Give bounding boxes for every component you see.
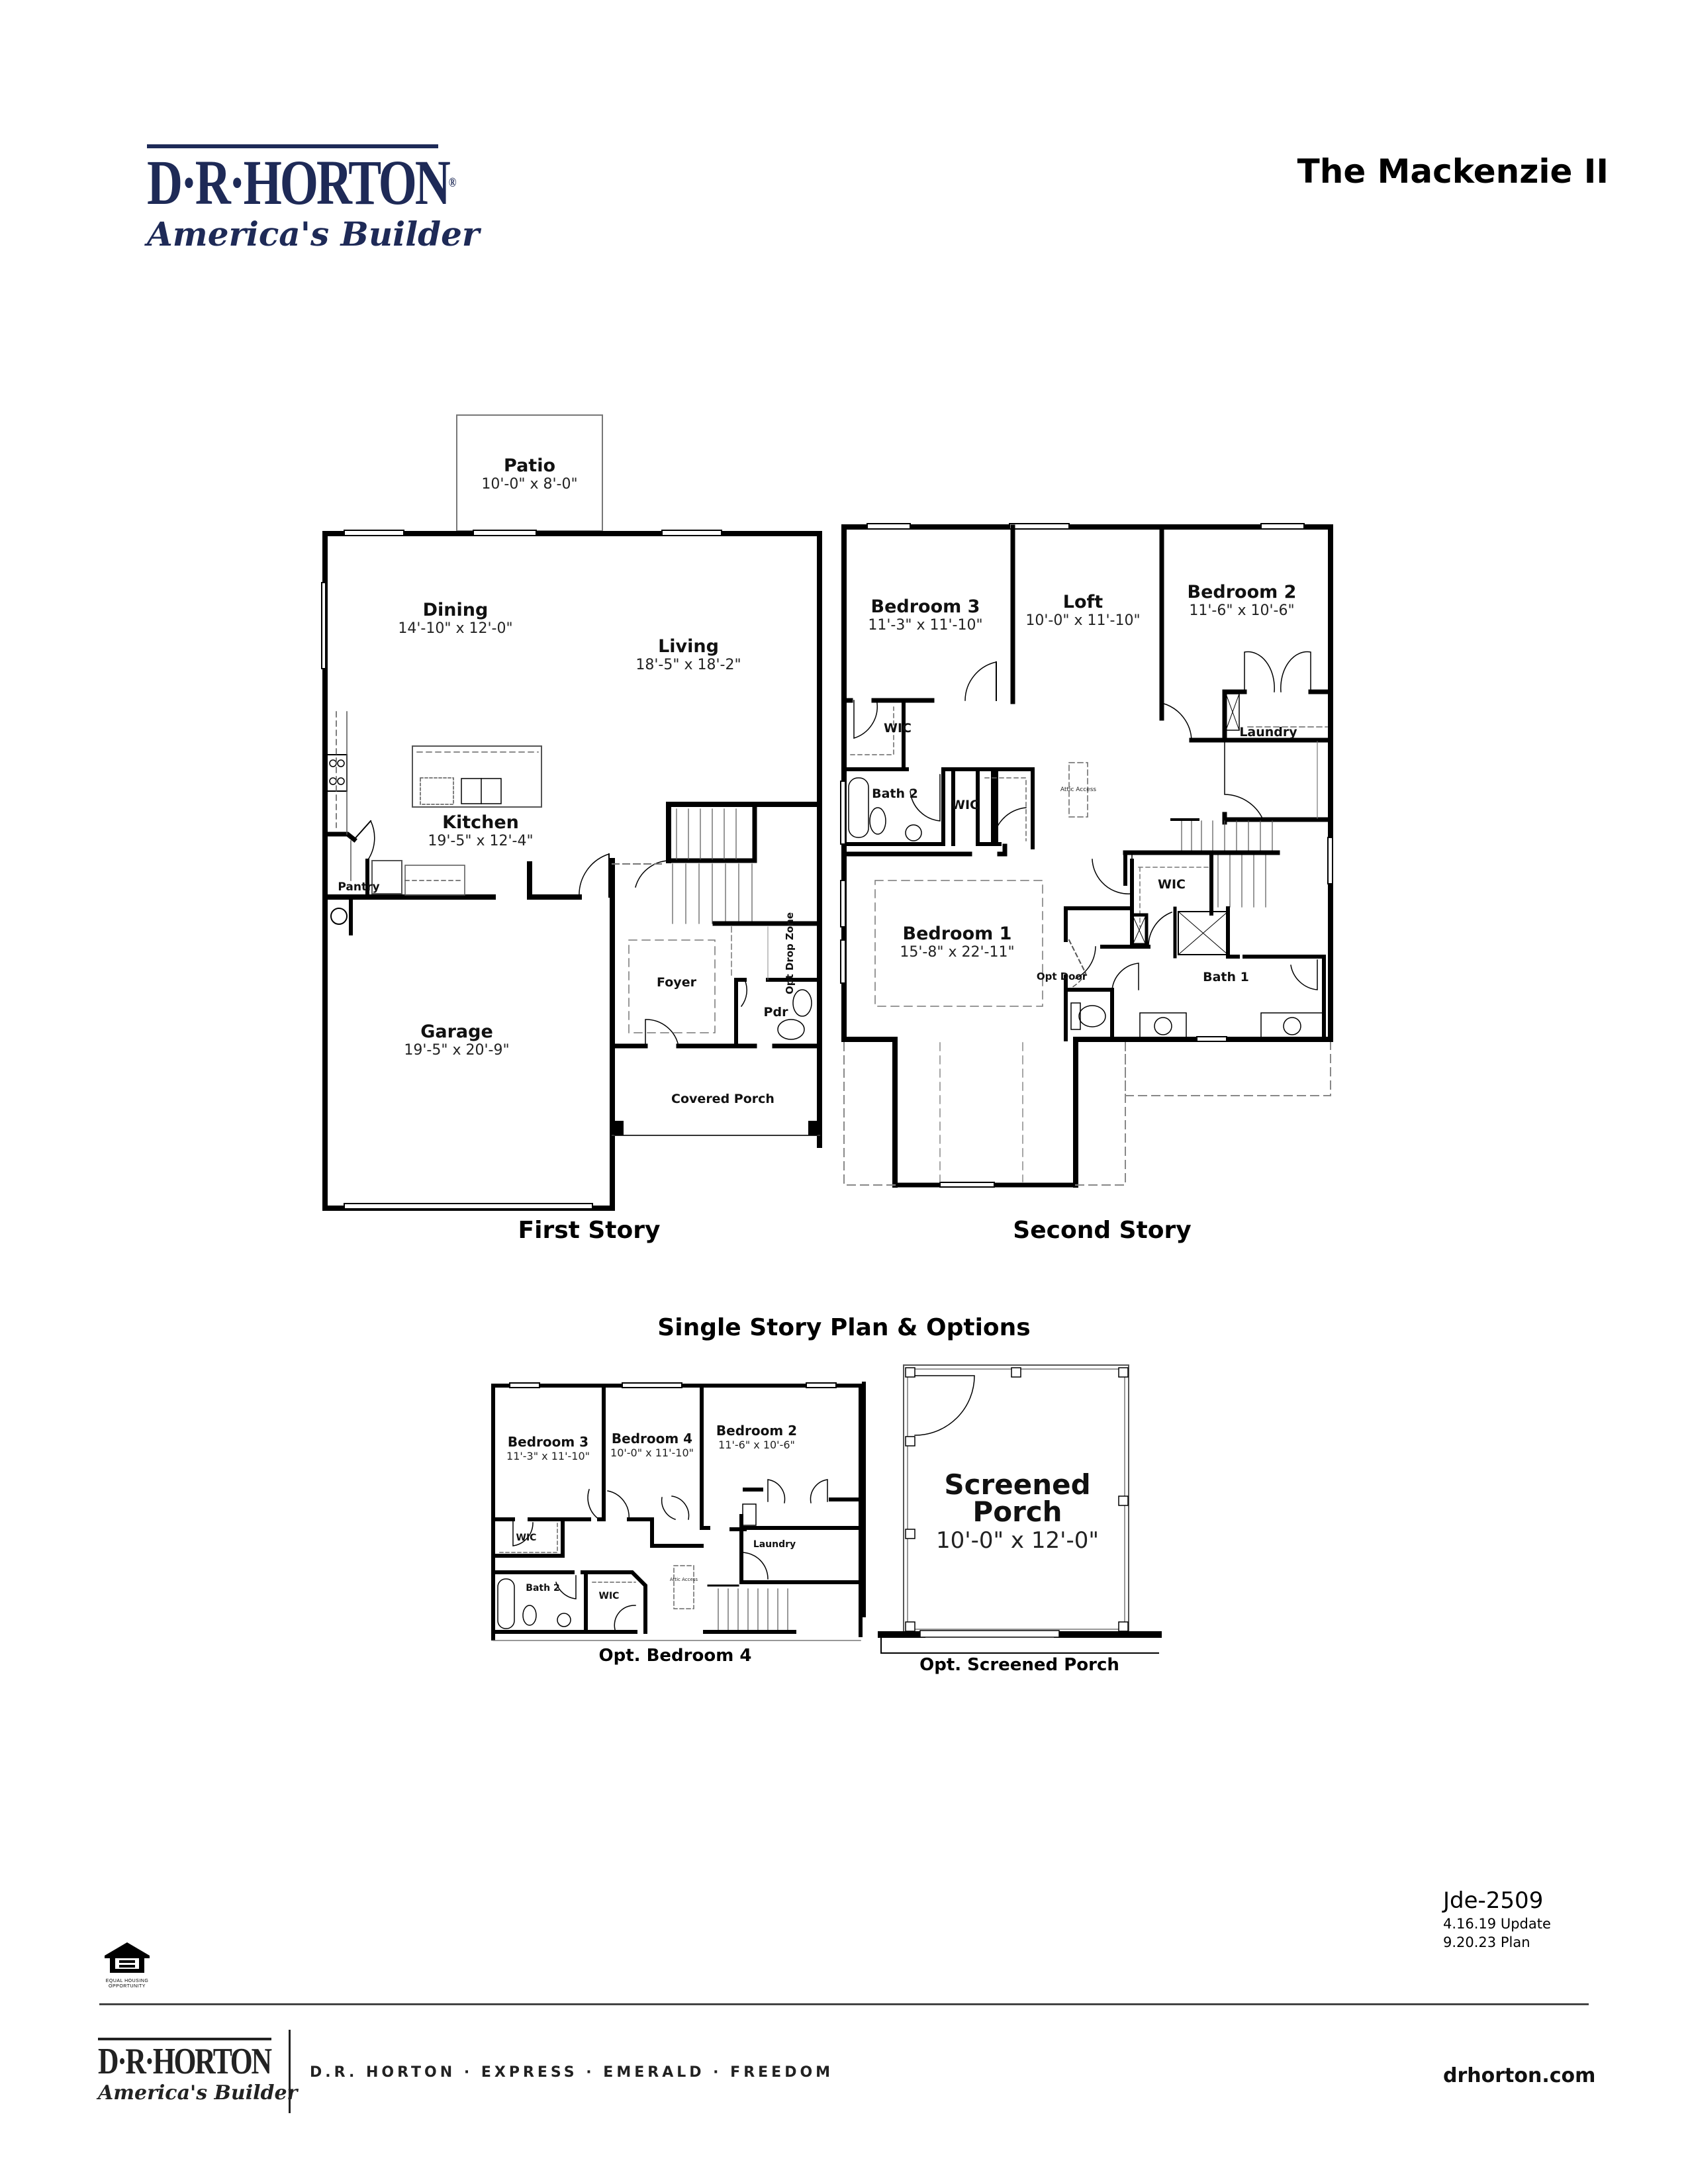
room-dims-opt-bedroom4: 10'-0" x 11'-10" <box>610 1447 694 1459</box>
room-label-bedroom3: Bedroom 3 <box>871 596 980 617</box>
room-dims-dining: 14'-10" x 12'-0" <box>398 620 512 637</box>
room-label-covered-porch: Covered Porch <box>671 1092 774 1106</box>
room-label-opt-attic-access: Attic Access <box>670 1577 698 1582</box>
floor-plan-drawing: Patio 10'-0" x 8'-0" Dining 14'-10" x 12… <box>321 414 1333 1654</box>
plan-code: Jde-2509 <box>1443 1887 1544 1914</box>
logo-tagline: America's Builder <box>147 214 480 254</box>
room-label-bath1: Bath 1 <box>1203 970 1249 984</box>
room-dims-patio: 10'-0" x 8'-0" <box>481 476 577 493</box>
opt-bedroom4-plan <box>491 1382 863 1641</box>
room-label-pantry: Pantry <box>338 880 379 894</box>
room-label-laundry: Laundry <box>1239 725 1297 739</box>
update-date: 4.16.19 Update <box>1443 1916 1551 1932</box>
room-label-opt-bedroom2: Bedroom 2 <box>716 1423 797 1439</box>
room-label-opt-bath2: Bath 2 <box>526 1583 559 1593</box>
room-dims-bedroom2: 11'-6" x 10'-6" <box>1189 602 1294 619</box>
options-section-title: Single Story Plan & Options <box>657 1314 1031 1341</box>
room-label-powder: Pdr <box>764 1005 789 1020</box>
plan-date: 9.20.23 Plan <box>1443 1934 1530 1950</box>
room-label-living: Living <box>658 636 719 657</box>
room-label-bedroom1: Bedroom 1 <box>903 924 1012 944</box>
room-dims-bedroom1: 15'-8" x 22'-11" <box>900 944 1014 961</box>
opt-bedroom4-caption: Opt. Bedroom 4 <box>598 1646 752 1666</box>
room-label-loft: Loft <box>1063 592 1103 612</box>
room-label-kitchen: Kitchen <box>442 812 519 833</box>
footer-brands: D.R. HORTON · EXPRESS · EMERALD · FREEDO… <box>310 2064 834 2081</box>
room-label-foyer: Foyer <box>657 975 697 990</box>
room-label-master-wic: WIC <box>1158 877 1186 892</box>
logo-rule <box>147 144 438 148</box>
footer-vertical-divider <box>289 2030 291 2113</box>
equal-housing-icon <box>105 1942 150 1973</box>
room-label-opt-drop-zone: Opt Drop Zone <box>784 912 796 994</box>
equal-housing-logo: EQUAL HOUSING OPPORTUNITY <box>101 1940 154 1989</box>
logo-wordmark: D·R·HORTON® <box>147 147 457 218</box>
room-label-dining: Dining <box>423 600 489 620</box>
second-story-plan <box>840 523 1333 1188</box>
room-label-bath2: Bath 2 <box>872 786 918 801</box>
room-label-opt-bedroom4: Bedroom 4 <box>612 1431 692 1447</box>
first-story-caption: First Story <box>518 1217 661 1244</box>
room-label-opt-wic-left: WIC <box>516 1533 537 1543</box>
footer-logo-rule <box>98 2038 271 2040</box>
plan-meta: Jde-2509 4.16.19 Update 9.20.23 Plan <box>1443 1887 1551 1952</box>
room-label-attic-access: Attic Access <box>1060 786 1096 793</box>
room-dims-kitchen: 19'-5" x 12'-4" <box>428 833 533 849</box>
room-label-hall-wic: WIC <box>951 798 979 812</box>
equal-housing-label: EQUAL HOUSING OPPORTUNITY <box>105 1979 149 1989</box>
room-dims-loft: 10'-0" x 11'-10" <box>1025 612 1140 629</box>
drhorton-logo: D·R·HORTON® America's Builder <box>147 144 480 254</box>
room-dims-garage: 19'-5" x 20'-9" <box>404 1042 509 1059</box>
footer-drhorton-logo: D·R·HORTON America's Builder <box>98 2038 298 2105</box>
opt-screened-porch-caption: Opt. Screened Porch <box>919 1655 1119 1675</box>
room-label-screened: Screened <box>944 1468 1090 1501</box>
plan-title: The Mackenzie II <box>1297 152 1609 191</box>
room-dims-bedroom3: 11'-3" x 11'-10" <box>868 617 982 634</box>
footer-logo-tagline: America's Builder <box>98 2081 298 2105</box>
room-label-patio: Patio <box>504 455 555 476</box>
second-story-caption: Second Story <box>1013 1217 1192 1244</box>
footer-logo-wordmark: D·R·HORTON <box>98 2041 272 2082</box>
first-story-plan <box>321 414 822 1211</box>
footer-divider <box>99 2003 1589 2005</box>
website-link[interactable]: drhorton.com <box>1443 2064 1596 2087</box>
room-label-opt-laundry: Laundry <box>753 1539 796 1550</box>
room-dims-living: 18'-5" x 18'-2" <box>635 657 741 673</box>
room-dims-opt-bedroom3: 11'-3" x 11'-10" <box>506 1450 590 1462</box>
opt-screened-porch-plan <box>862 1364 1162 1654</box>
room-dims-screened-porch: 10'-0" x 12'-0" <box>936 1527 1099 1554</box>
room-label-porch: Porch <box>972 1496 1062 1528</box>
room-label-opt-bedroom3: Bedroom 3 <box>508 1434 588 1450</box>
room-label-bedroom2: Bedroom 2 <box>1188 582 1297 602</box>
room-dims-opt-bedroom2: 11'-6" x 10'-6" <box>718 1439 795 1451</box>
room-label-garage: Garage <box>420 1021 493 1042</box>
room-label-opt-door: Opt Door <box>1037 971 1088 982</box>
room-label-opt-wic-hall: WIC <box>599 1591 620 1601</box>
room-label-bed3-wic: WIC <box>884 721 912 736</box>
